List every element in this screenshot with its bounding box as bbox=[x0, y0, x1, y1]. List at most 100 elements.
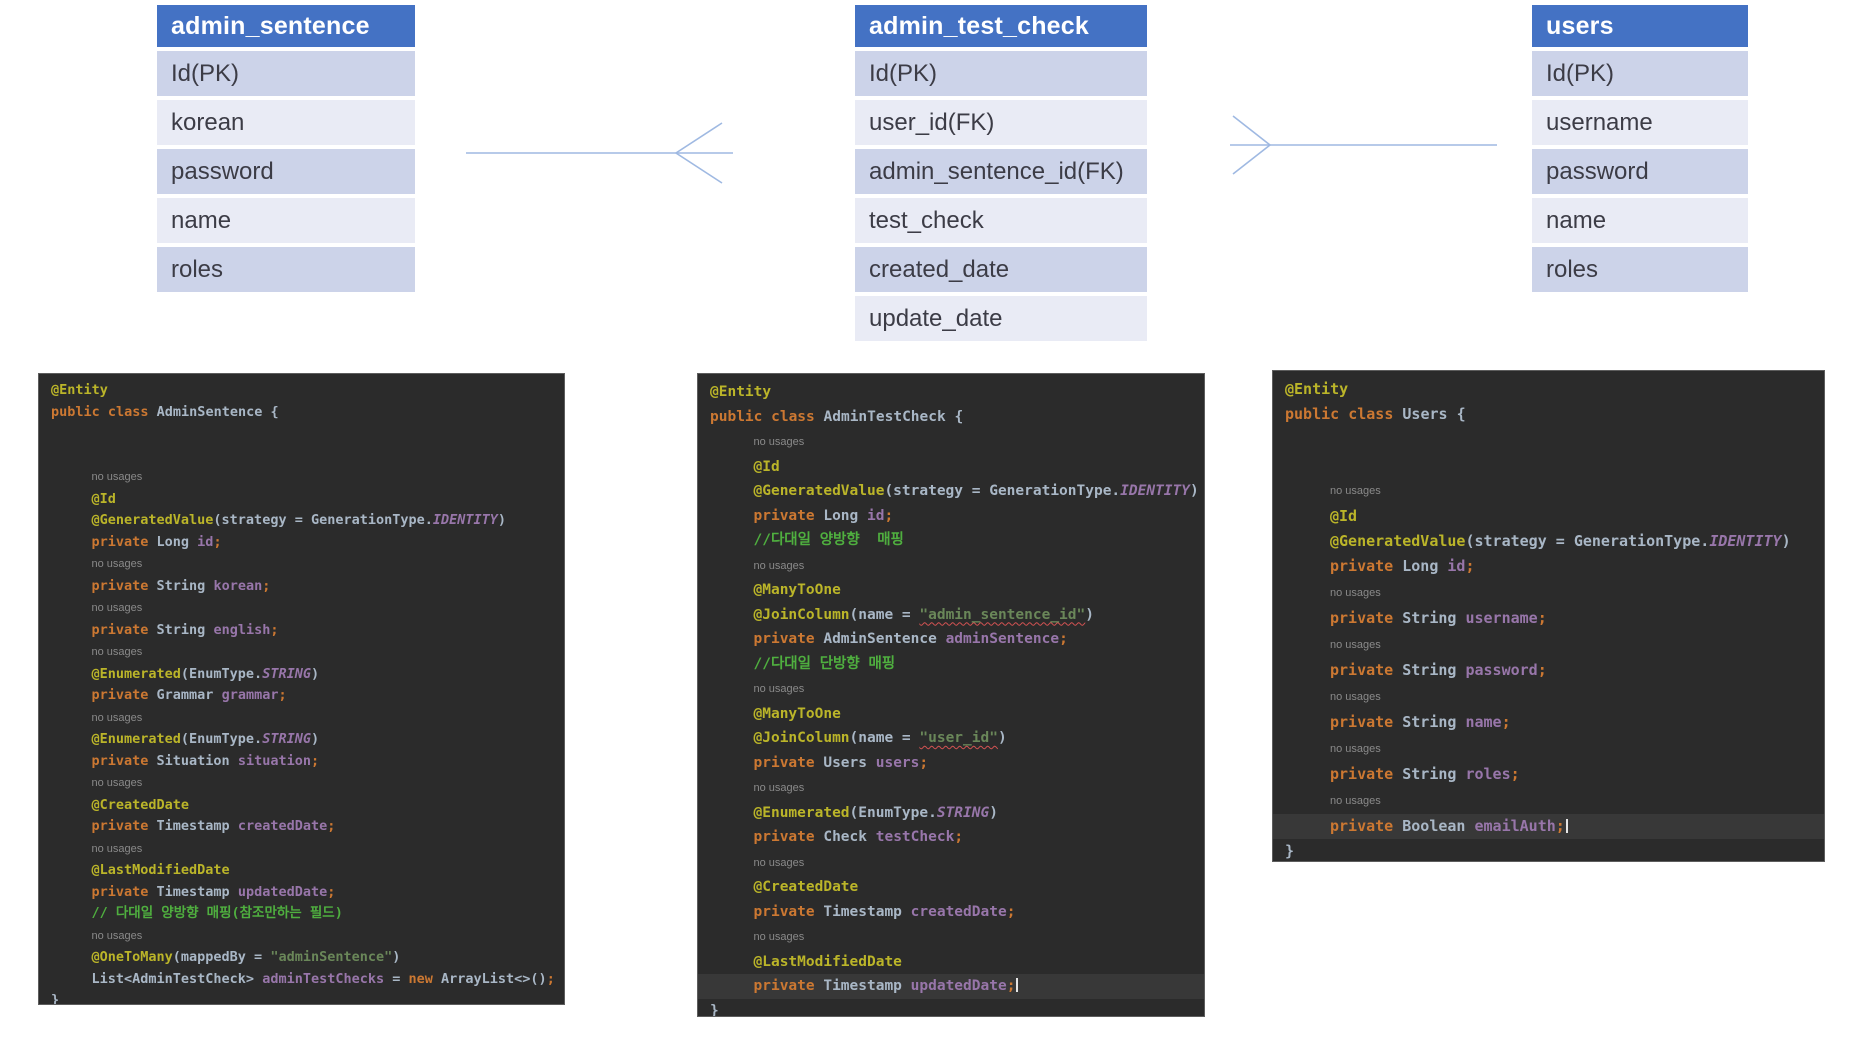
code-line: @Enumerated(EnumType.STRING) bbox=[91, 665, 320, 682]
inlay-hint-label: no usages bbox=[753, 559, 805, 572]
inlay-hint-label: no usages bbox=[753, 436, 805, 448]
text-caret bbox=[1565, 818, 1568, 833]
inlay-hint-label: no usages bbox=[753, 931, 805, 943]
code-line: private Timestamp updatedDate; bbox=[91, 883, 336, 900]
inlay-hint-no-usages: no usages bbox=[698, 429, 1204, 455]
inlay-hint-no-usages: no usages bbox=[39, 466, 564, 489]
inlay-hint-no-usages: no usages bbox=[698, 775, 1204, 801]
erd-column-row: roles bbox=[157, 247, 415, 292]
code-line: } bbox=[710, 1002, 719, 1017]
code-line: public class Users { bbox=[1285, 405, 1466, 423]
code-block-1: @Entity public class AdminSentence { no u… bbox=[38, 373, 565, 1005]
code-line: @Entity bbox=[51, 382, 108, 398]
code-line: @LastModifiedDate bbox=[91, 862, 230, 878]
code-line: @JoinColumn(name = "admin_sentence_id") bbox=[753, 606, 1094, 623]
inlay-hint-no-usages: no usages bbox=[1273, 477, 1824, 504]
inlay-hint-no-usages: no usages bbox=[1273, 579, 1824, 606]
inlay-hint-label: no usages bbox=[91, 558, 143, 570]
code-line: @CreatedDate bbox=[753, 879, 859, 895]
inlay-hint-label: no usages bbox=[753, 856, 805, 869]
erd-column-row: password bbox=[157, 149, 415, 194]
inlay-hint-no-usages: no usages bbox=[39, 838, 564, 861]
erd-column-row: admin_sentence_id(FK) bbox=[855, 149, 1147, 194]
code-line: @ManyToOne bbox=[753, 582, 841, 598]
erd-column-row: Id(PK) bbox=[1532, 51, 1748, 96]
code-line: private String username; bbox=[1330, 609, 1547, 627]
inlay-hint-label: no usages bbox=[91, 842, 143, 855]
code-line: @Id bbox=[1330, 507, 1358, 525]
inlay-hint-no-usages: no usages bbox=[39, 553, 564, 576]
inlay-hint-no-usages: no usages bbox=[1273, 683, 1824, 710]
inlay-hint-no-usages: no usages bbox=[698, 553, 1204, 579]
crow-foot-many-icon bbox=[674, 122, 723, 184]
inlay-hint-no-usages: no usages bbox=[1273, 631, 1824, 658]
code-line: @Id bbox=[753, 458, 780, 475]
code-line: private Users users; bbox=[753, 754, 929, 771]
erd-table-title: admin_sentence bbox=[157, 5, 415, 47]
code-line: private String password; bbox=[1330, 661, 1547, 679]
inlay-hint-label: no usages bbox=[1330, 691, 1381, 703]
inlay-hint-label: no usages bbox=[91, 929, 143, 942]
code-line: private Timestamp createdDate; bbox=[753, 903, 1016, 920]
code-block-3: @Entity public class Users { no usages @Id… bbox=[1272, 370, 1825, 862]
code-line: private Grammar grammar; bbox=[91, 687, 287, 703]
code-line: private String name; bbox=[1330, 713, 1511, 731]
code-line: private Check testCheck; bbox=[753, 829, 964, 845]
inlay-hint-no-usages: no usages bbox=[698, 676, 1204, 702]
inlay-hint-label: no usages bbox=[91, 711, 143, 724]
code-line: private String roles; bbox=[1330, 765, 1520, 783]
code-line: @ManyToOne bbox=[753, 705, 841, 722]
code-line: @Entity bbox=[1285, 380, 1349, 398]
erd-column-row: password bbox=[1532, 149, 1748, 194]
code-line: @JoinColumn(name = "user_id") bbox=[753, 730, 1007, 746]
connector-users-admin_test_check bbox=[1230, 115, 1497, 175]
code-line: @GeneratedValue(strategy = GenerationTyp… bbox=[1330, 532, 1791, 550]
inlay-hint-label: no usages bbox=[91, 602, 143, 614]
crow-foot-many-icon bbox=[1232, 115, 1272, 175]
code-line: // 다대일 양방향 매핑(참조만하는 필드) bbox=[91, 905, 343, 921]
inlay-hint-no-usages: no usages bbox=[39, 597, 564, 620]
code-line: public class AdminSentence { bbox=[51, 403, 279, 420]
erd-column-row: username bbox=[1532, 100, 1748, 145]
code-line: @Entity bbox=[710, 384, 772, 400]
erd-column-row: roles bbox=[1532, 247, 1748, 292]
erd-column-row: created_date bbox=[855, 247, 1147, 292]
code-line: private String english; bbox=[91, 621, 279, 638]
erd-column-row: korean bbox=[157, 100, 415, 145]
code-line: @GeneratedValue(strategy = GenerationTyp… bbox=[753, 483, 1199, 499]
code-line: //다대일 단방향 매핑 bbox=[753, 655, 896, 672]
code-line: @Id bbox=[91, 490, 116, 507]
code-line: private AdminSentence adminSentence; bbox=[753, 631, 1068, 647]
code-line: private Boolean emailAuth; bbox=[1273, 814, 1824, 839]
erd-table-title: users bbox=[1532, 5, 1748, 47]
erd-column-row: test_check bbox=[855, 198, 1147, 243]
inlay-hint-label: no usages bbox=[1330, 795, 1381, 807]
code-line: private Long id; bbox=[753, 507, 894, 524]
inlay-hint-label: no usages bbox=[1330, 587, 1381, 599]
erd-table-title: admin_test_check bbox=[855, 5, 1147, 47]
inlay-hint-label: no usages bbox=[1330, 743, 1381, 755]
text-caret bbox=[1016, 977, 1019, 992]
erd-column-row: user_id(FK) bbox=[855, 100, 1147, 145]
erd-column-row: name bbox=[157, 198, 415, 243]
blank-line bbox=[39, 423, 564, 445]
inlay-hint-no-usages: no usages bbox=[39, 707, 564, 730]
inlay-hint-label: no usages bbox=[753, 782, 805, 794]
code-line: private Long id; bbox=[91, 533, 222, 550]
inlay-hint-label: no usages bbox=[1330, 485, 1381, 497]
code-line: @CreatedDate bbox=[91, 796, 190, 813]
inlay-hint-no-usages: no usages bbox=[39, 925, 564, 948]
erd-column-row: Id(PK) bbox=[157, 51, 415, 96]
code-line: @LastModifiedDate bbox=[753, 953, 902, 970]
connector-admin_sentence-admin_test_check bbox=[466, 122, 733, 184]
code-line: List<AdminTestCheck> adminTestChecks = n… bbox=[91, 970, 555, 987]
inlay-hint-label: no usages bbox=[91, 777, 143, 789]
inlay-hint-no-usages: no usages bbox=[39, 772, 564, 795]
code-line: private String korean; bbox=[91, 577, 271, 594]
code-line: @OneToMany(mappedBy = "adminSentence") bbox=[91, 949, 401, 965]
code-line: @Enumerated(EnumType.STRING) bbox=[91, 731, 320, 747]
